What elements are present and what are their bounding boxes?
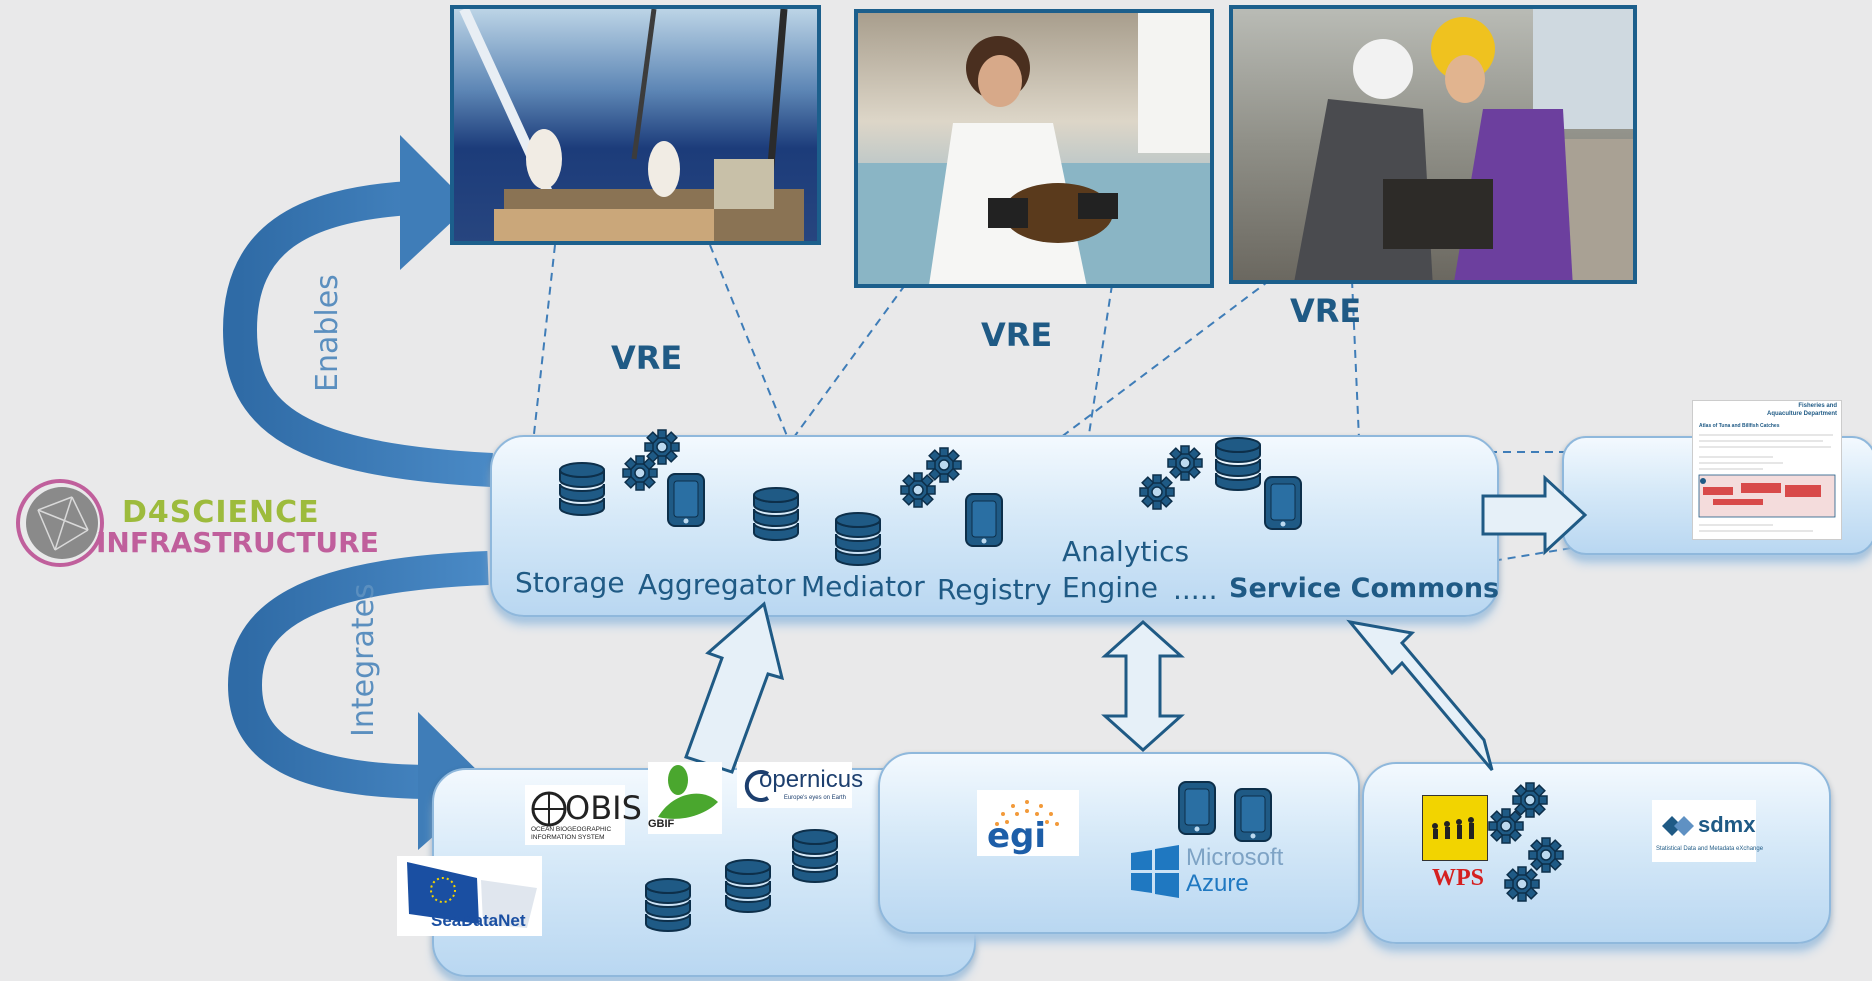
sdmx-diamond-icon xyxy=(1662,816,1694,836)
wps-name: WPS xyxy=(1432,865,1485,891)
data-db-icon xyxy=(645,878,691,932)
seadatanet-flag-icon xyxy=(407,862,537,928)
gear-icon xyxy=(1167,445,1203,481)
gear-icon xyxy=(1139,474,1175,510)
egi-logo: egi xyxy=(977,790,1079,856)
aggregator-label: Aggregator xyxy=(638,568,796,601)
windows-logo-icon xyxy=(1131,845,1179,898)
service-commons-up-arrow xyxy=(1346,619,1494,771)
aggregator-db-icon xyxy=(753,487,799,541)
aggregator-up-arrow xyxy=(684,601,785,774)
field-team-photo xyxy=(1229,5,1637,284)
sdmx-logo: sdmx Statistical Data and Metadata eXcha… xyxy=(1652,800,1763,862)
obis-logo: OBIS OCEAN BIOGEOGRAPHIC INFORMATION SYS… xyxy=(525,785,642,845)
gear-icon xyxy=(1504,866,1540,902)
d4science-logo: D4SCIENCE INFRASTRUCTURE xyxy=(10,475,410,570)
gear-icon xyxy=(926,447,962,483)
obis-line2: INFORMATION SYSTEM xyxy=(531,834,605,841)
obis-line1: OCEAN BIOGEOGRAPHIC xyxy=(531,826,612,833)
copernicus-tagline: Europe's eyes on Earth xyxy=(783,795,846,801)
obis-globe-icon xyxy=(531,791,567,827)
logo-line1: D4SCIENCE xyxy=(122,495,320,530)
logo-line2: INFRASTRUCTURE xyxy=(96,526,379,559)
gear-icon xyxy=(1488,808,1524,844)
fishing-boat-photo xyxy=(450,5,821,245)
data-db-icon xyxy=(792,829,838,883)
fishing-boat-illustration xyxy=(459,9,804,241)
service-tablet-icon xyxy=(1264,476,1302,530)
registry-tablet-icon xyxy=(965,493,1003,547)
gbif-leaf-icon xyxy=(658,765,718,819)
atlas-document-preview: Fisheries and Aquaculture Department Atl… xyxy=(1692,400,1842,540)
egi-name: egi xyxy=(987,816,1047,856)
registry-label: Registry xyxy=(937,573,1052,606)
preview-right-arrow xyxy=(1481,474,1588,556)
field-team-illustration xyxy=(1294,9,1633,280)
globe-icon xyxy=(16,479,104,567)
vre-label: VRE xyxy=(981,316,1053,354)
bidirectional-arrow xyxy=(1101,619,1185,753)
vre-label: VRE xyxy=(1290,292,1362,330)
fao-dept-line1: Fisheries and xyxy=(1798,403,1837,409)
compute-tablet-icon xyxy=(1234,788,1272,842)
gbif-name: GBIF xyxy=(648,818,675,830)
copernicus-logo: opernicus Europe's eyes on Earth xyxy=(737,762,863,808)
gear-icon xyxy=(622,455,658,491)
storage-db-icon xyxy=(559,462,605,516)
engine-label: Engine xyxy=(1062,571,1158,604)
data-db-icon xyxy=(725,859,771,913)
seadatanet-name: SeaDataNet xyxy=(431,911,526,930)
lab-researcher-illustration xyxy=(858,13,1210,284)
wps-logo: WPS xyxy=(1422,795,1488,895)
seadatanet-logo: SeaDataNet xyxy=(397,856,542,936)
aggregator-tablet-icon xyxy=(667,473,705,527)
gear-icon xyxy=(1512,782,1548,818)
ellipsis-label: ..... xyxy=(1173,573,1218,606)
compute-panel xyxy=(878,752,1360,934)
microsoft-label: Microsoft xyxy=(1186,844,1284,871)
gbif-logo: GBIF xyxy=(648,762,722,834)
gear-icon xyxy=(1528,837,1564,873)
fao-dept-line2: Aquaculture Department xyxy=(1766,411,1837,417)
copernicus-c-icon xyxy=(744,770,770,802)
obis-name: OBIS xyxy=(565,789,642,827)
analytics-label: Analytics xyxy=(1062,535,1190,568)
egi-dots-icon xyxy=(995,800,1059,826)
enables-curve-arrow xyxy=(222,135,493,487)
atlas-title: Atlas of Tuna and Billfish Catches xyxy=(1699,423,1780,429)
sdmx-subtitle: Statistical Data and Metadata eXchange xyxy=(1656,846,1764,852)
mediator-label: Mediator xyxy=(801,570,925,603)
wps-evolution-icon xyxy=(1422,795,1488,861)
lab-researcher-photo xyxy=(854,9,1214,288)
sdmx-name: sdmx xyxy=(1698,812,1756,837)
analytics-db-icon xyxy=(1215,437,1261,491)
copernicus-name: opernicus xyxy=(759,766,864,793)
azure-label: Azure xyxy=(1186,870,1249,897)
atlas-map-illustration xyxy=(1698,434,1836,532)
storage-label: Storage xyxy=(515,566,625,599)
evolution-figures-icon xyxy=(1432,817,1474,839)
vre-label: VRE xyxy=(611,339,683,377)
mediator-db-icon xyxy=(835,512,881,566)
gear-icon xyxy=(900,472,936,508)
compute-tablet-icon xyxy=(1178,781,1216,835)
service-commons-label: Service Commons xyxy=(1229,573,1500,604)
